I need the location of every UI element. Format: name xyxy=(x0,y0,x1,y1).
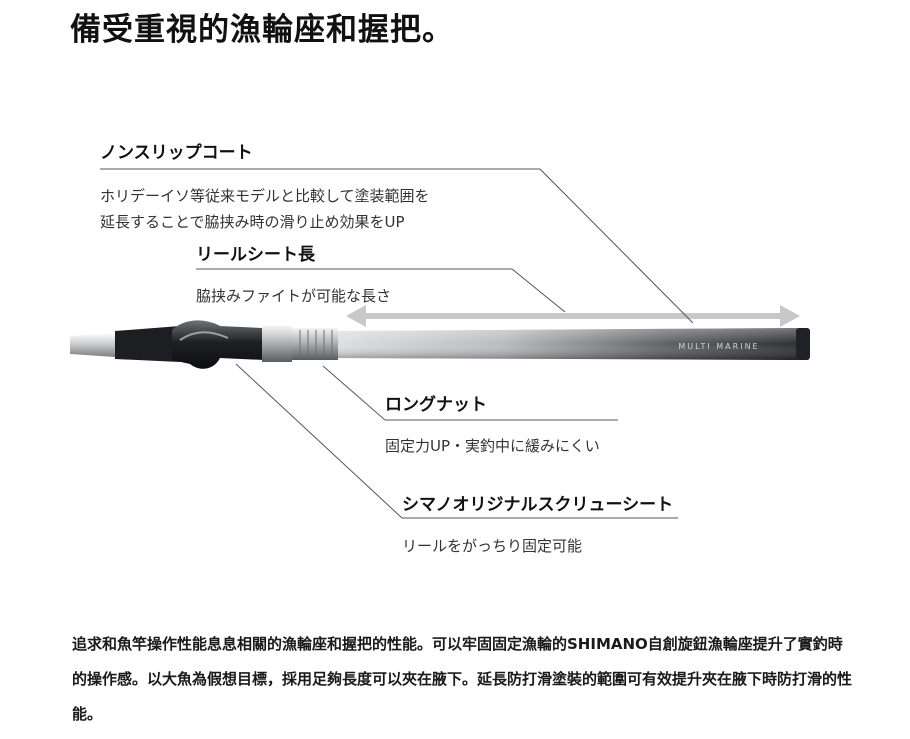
reel-seat xyxy=(172,320,264,369)
callout-title: ロングナット xyxy=(385,395,487,415)
rod-label: MULTI MARINE xyxy=(678,342,759,351)
long-nut xyxy=(262,326,338,362)
callout-non-slip-coat: ノンスリップコート ホリデーイソ等従来モデルと比較して塗装範囲を 延長することで… xyxy=(100,138,430,235)
body-paragraph: 追求和魚竿操作性能息息相關的漁輪座和握把的性能。可以牢固固定漁輪的SHIMANO… xyxy=(72,635,853,723)
rod-blank xyxy=(70,326,180,362)
callout-long-nut: ロングナット 固定力UP・実釣中に緩みにくい xyxy=(385,390,600,459)
callout-title: ノンスリップコート xyxy=(100,143,253,163)
callout-desc-line: 延長することで脇挟み時の滑り止め効果をUP xyxy=(100,213,405,231)
callout-screw-seat: シマノオリジナルスクリューシート リールをがっちり固定可能 xyxy=(402,490,673,559)
callout-desc-line: リールをがっちり固定可能 xyxy=(402,537,583,555)
callout-desc-line: 脇挟みファイトが可能な長さ xyxy=(196,287,392,305)
page-title: 備受重視的漁輪座和握把。 xyxy=(70,12,454,48)
callout-title: シマノオリジナルスクリューシート xyxy=(402,495,674,515)
callout-reel-seat-length: リールシート長 脇挟みファイトが可能な長さ xyxy=(196,240,391,309)
length-arrow xyxy=(346,305,800,327)
callout-desc-line: ホリデーイソ等従来モデルと比較して塗装範囲を xyxy=(100,187,430,205)
callout-title: リールシート長 xyxy=(196,245,315,265)
grip xyxy=(338,328,810,360)
leader-lines xyxy=(100,168,694,519)
callout-desc-line: 固定力UP・実釣中に緩みにくい xyxy=(385,437,600,455)
